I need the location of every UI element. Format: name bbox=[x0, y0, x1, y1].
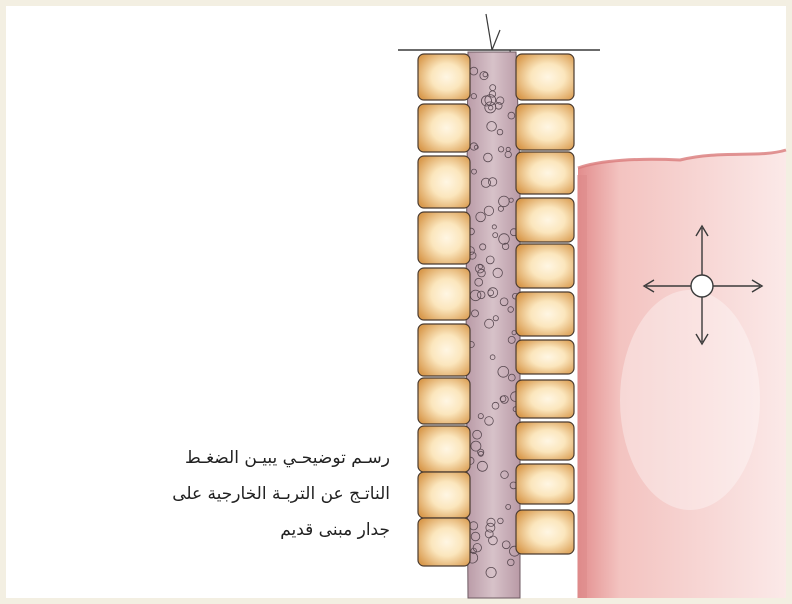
brick bbox=[418, 378, 470, 424]
brick bbox=[516, 510, 574, 554]
brick bbox=[418, 426, 470, 472]
brick bbox=[516, 380, 574, 418]
brick bbox=[418, 472, 470, 518]
brick bbox=[418, 518, 470, 566]
figure-caption: رسـم توضيحـي يبيـن الضغـط الناتـج عن الت… bbox=[150, 440, 390, 548]
brick bbox=[418, 156, 470, 208]
soil-area bbox=[578, 150, 786, 598]
brick bbox=[516, 292, 574, 336]
brick bbox=[516, 54, 574, 100]
mortar-core bbox=[466, 52, 520, 598]
caption-line-3: جدار مبنى قديم bbox=[150, 512, 390, 548]
brick bbox=[516, 198, 574, 242]
brick bbox=[516, 152, 574, 194]
caption-line-1: رسـم توضيحـي يبيـن الضغـط bbox=[150, 440, 390, 476]
brick bbox=[418, 212, 470, 264]
brick bbox=[516, 340, 574, 374]
caption-line-2: الناتـج عن التربـة الخارجية على bbox=[150, 476, 390, 512]
brick bbox=[418, 324, 470, 376]
brick bbox=[418, 104, 470, 152]
brick bbox=[418, 268, 470, 320]
brick bbox=[516, 104, 574, 150]
brick bbox=[418, 54, 470, 100]
brick bbox=[516, 244, 574, 288]
brick bbox=[516, 422, 574, 460]
brick bbox=[516, 464, 574, 504]
